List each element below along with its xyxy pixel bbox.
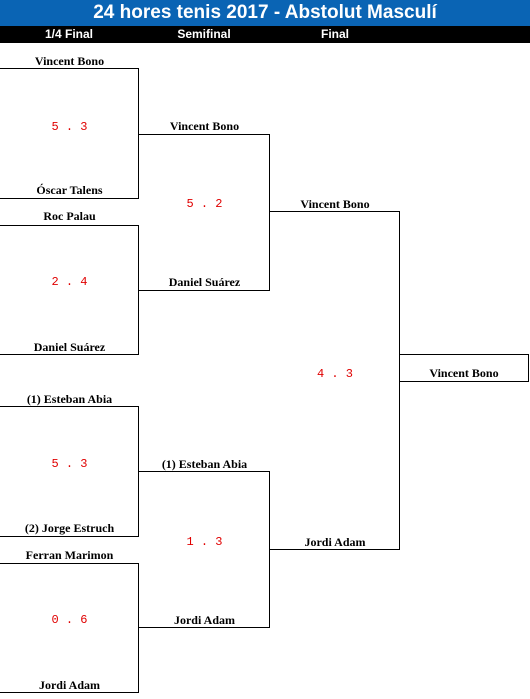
bracket-line (269, 134, 270, 291)
qf4-bottom-player: Jordi Adam (38, 678, 100, 692)
qf4-top-player: Ferran Marimon (25, 548, 114, 562)
bracket-line (0, 563, 139, 564)
qf3-bottom-player: (2) Jorge Estruch (24, 521, 115, 535)
page-title: 24 hores tenis 2017 - Abstolut Masculí (0, 0, 530, 26)
bracket-line (269, 549, 400, 550)
qf1-top-player: Vincent Bono (34, 54, 105, 68)
bracket-line (138, 627, 270, 628)
round-label-quarterfinal: 1/4 Final (44, 27, 94, 41)
round-header-bar: 1/4 Final Semifinal Final (0, 26, 530, 43)
bracket-line (0, 406, 139, 407)
round-label-semifinal: Semifinal (177, 27, 231, 41)
champion-box-border (528, 354, 529, 382)
final-bottom-player: Jordi Adam (304, 535, 366, 549)
qf4-score: 0 . 6 (51, 613, 88, 627)
sf1-bottom-player: Daniel Suárez (168, 275, 241, 289)
qf3-score: 5 . 3 (51, 457, 88, 471)
champion-box-border (399, 354, 529, 355)
bracket-line (138, 290, 270, 291)
bracket-line (0, 198, 139, 199)
qf2-bottom-player: Daniel Suárez (33, 340, 106, 354)
qf1-score: 5 . 3 (51, 120, 88, 134)
qf2-score: 2 . 4 (51, 275, 88, 289)
bracket-line (0, 225, 139, 226)
final-top-player: Vincent Bono (300, 197, 370, 211)
sf2-score: 1 . 3 (186, 535, 223, 549)
bracket-line (269, 211, 400, 212)
champion-name: Vincent Bono (429, 366, 499, 380)
qf2-top-player: Roc Palau (43, 209, 96, 223)
bracket-line (0, 536, 139, 537)
champion-box-border (399, 381, 529, 382)
qf3-top-player: (1) Esteban Abia (26, 392, 113, 406)
bracket-line (138, 563, 139, 693)
sf2-top-player: (1) Esteban Abia (161, 457, 248, 471)
sf1-score: 5 . 2 (186, 197, 223, 211)
bracket-line (138, 471, 270, 472)
bracket-line (0, 692, 139, 693)
sf1-top-player: Vincent Bono (169, 119, 240, 133)
bracket-line (138, 134, 270, 135)
sf2-bottom-player: Jordi Adam (173, 613, 235, 627)
bracket-line (0, 354, 139, 355)
bracket-line (399, 211, 400, 550)
round-label-final: Final (320, 27, 349, 41)
final-score: 4 . 3 (316, 367, 353, 381)
bracket-line (0, 68, 139, 69)
qf1-bottom-player: Óscar Talens (36, 183, 103, 197)
bracket-line (138, 68, 139, 199)
